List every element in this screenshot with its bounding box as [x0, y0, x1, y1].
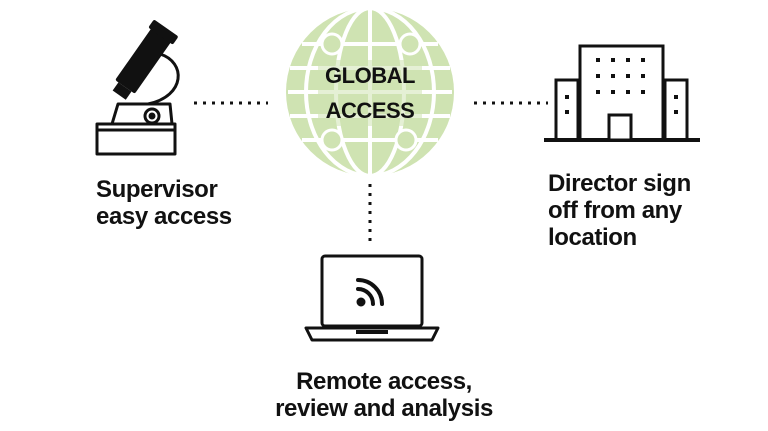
director-label: Director sign off from any location — [548, 170, 691, 251]
remote-label-line2: review and analysis — [275, 395, 493, 422]
wifi-icon — [356, 278, 384, 307]
director-label-line3: location — [548, 224, 637, 251]
microscope-icon — [95, 20, 180, 156]
supervisor-label-line2: easy access — [96, 203, 232, 230]
office-building-icon — [544, 44, 700, 142]
globe-icon: GLOBAL ACCESS — [286, 6, 454, 178]
remote-label: Remote access, review and analysis — [249, 368, 519, 422]
globe-label-line2: ACCESS — [326, 98, 415, 123]
building-windows — [565, 58, 678, 114]
director-label-line2: off from any — [548, 197, 682, 224]
supervisor-label-line1: Supervisor — [96, 176, 218, 203]
director-label-line1: Director sign — [548, 170, 691, 197]
laptop-wifi-icon — [304, 254, 440, 342]
remote-label-line1: Remote access, — [296, 368, 472, 395]
supervisor-label: Supervisor easy access — [96, 176, 232, 230]
globe-label-line1: GLOBAL — [325, 63, 415, 88]
